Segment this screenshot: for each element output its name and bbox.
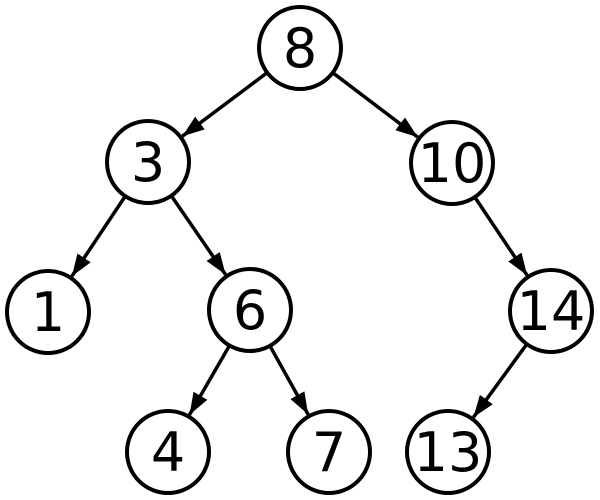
node-label-14: 14 — [517, 280, 586, 343]
tree-node-13: 13 — [405, 409, 491, 495]
tree-node-7: 7 — [286, 409, 372, 495]
edge-6-4 — [187, 344, 232, 416]
tree-node-10: 10 — [409, 120, 495, 206]
edge-10-14 — [473, 196, 529, 277]
node-label-13: 13 — [414, 421, 483, 484]
node-circle-13 — [405, 409, 491, 495]
tree-node-4: 4 — [125, 409, 211, 495]
tree-node-14: 14 — [508, 268, 594, 354]
node-circle-14 — [508, 268, 594, 354]
node-label-8: 8 — [283, 17, 317, 80]
tree-node-6: 6 — [207, 267, 293, 353]
tree-node-3: 3 — [105, 119, 191, 205]
node-label-3: 3 — [131, 131, 165, 194]
node-circle-10 — [409, 120, 495, 206]
node-circle-7 — [286, 409, 372, 495]
tree-node-1: 1 — [5, 269, 91, 355]
tree-node-8: 8 — [257, 5, 343, 91]
node-label-6: 6 — [233, 279, 267, 342]
edge-8-3 — [181, 71, 269, 138]
node-circle-6 — [207, 267, 293, 353]
node-label-1: 1 — [31, 281, 65, 344]
node-circle-4 — [125, 409, 211, 495]
edge-14-13 — [471, 343, 529, 419]
node-label-10: 10 — [418, 132, 487, 195]
node-circle-8 — [257, 5, 343, 91]
node-label-4: 4 — [151, 421, 185, 484]
edge-6-7 — [268, 344, 310, 416]
edge-3-1 — [70, 195, 127, 278]
node-circle-3 — [105, 119, 191, 205]
edge-3-6 — [169, 194, 228, 276]
edge-8-10 — [331, 71, 419, 139]
node-label-7: 7 — [312, 421, 346, 484]
node-circle-1 — [5, 269, 91, 355]
